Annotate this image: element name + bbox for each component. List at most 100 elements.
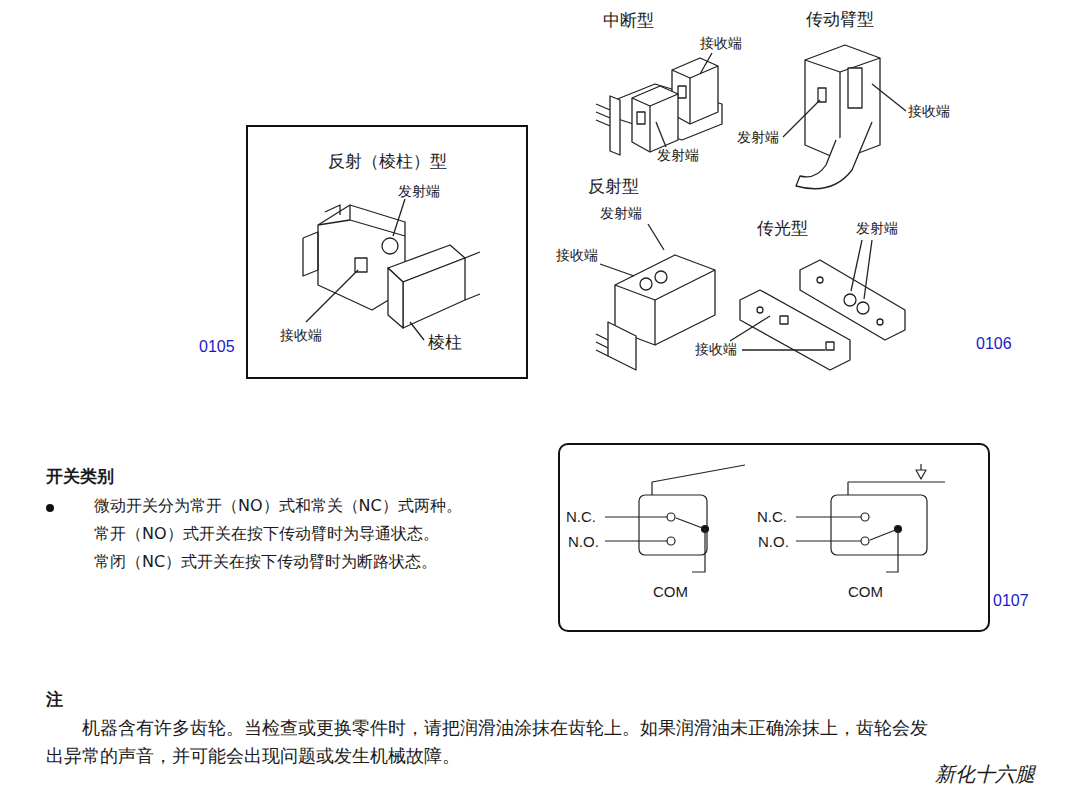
illustration-stroke [610,96,620,155]
illustration-stroke [655,271,667,283]
illustration-stroke [410,322,424,340]
illustration-stroke [676,518,705,529]
part-label: 接收端 [908,103,950,120]
figure-title: 反射（棱柱）型 [328,151,447,171]
illustration-stroke [730,316,770,341]
pin-name: N.O. [568,533,599,551]
part-label: 棱柱 [428,332,462,352]
body-text: 常闭（NC）式开关在按下传动臂时为断路状态。 [94,552,437,571]
illustration-stroke [465,294,480,300]
illustration-stroke [596,350,608,356]
body-text: 微动开关分为常开（NO）式和常关（NC）式两种。 [94,496,462,515]
illustration-stroke [403,258,465,328]
illustration-stroke [861,513,869,521]
illustration-stroke [303,232,318,276]
watermark: 新化十六腿 [935,762,1035,786]
note-heading: 注 [46,689,63,709]
illustration-stroke [667,537,675,545]
illustration-stroke [388,268,403,328]
illustration-stroke [916,470,926,479]
part-label: 发射端 [856,220,898,237]
body-text: 常开（NO）式开关在按下传动臂时为导通状态。 [94,524,439,543]
pin-name: N.O. [758,533,789,551]
callout-number: 0106 [976,334,1012,353]
illustration-stroke [805,58,880,72]
illustration-stroke [757,307,763,313]
illustration-stroke [831,495,927,555]
part-label: 发射端 [398,183,440,200]
illustration-stroke [872,84,906,111]
callout-number: 0107 [993,591,1029,610]
illustration-stroke [783,100,820,137]
illustration-stroke [817,277,823,283]
illustration-stroke [605,516,667,517]
illustration-stroke [877,319,883,325]
type-title: 反射型 [588,176,639,196]
illustration-stroke [667,513,675,521]
micro-switch-symbols [605,464,945,572]
illustration-stroke [596,112,610,118]
part-label: 接收端 [280,327,322,344]
illustration-stroke [465,252,480,258]
illustration-stroke [596,104,610,110]
section-heading: 开关类别 [46,466,114,486]
transmissive-sensor [730,240,905,370]
illustration-stroke [700,53,712,74]
illustration-stroke [864,240,872,299]
illustration-stroke [325,205,340,215]
pin-name: N.C. [757,508,787,526]
illustration-stroke [826,342,834,350]
illustration-stroke [742,349,825,350]
illustration-stroke [851,240,862,291]
bullet-dot [46,504,54,512]
illustration-stroke [654,300,655,345]
illustration-stroke [796,122,872,189]
illustration-stroke [740,290,850,370]
illustration-stroke [656,122,666,147]
illustration-stroke [857,302,869,314]
illustration-stroke [648,224,664,250]
pin-name: COM [848,583,883,601]
illustration-stroke [600,264,634,276]
illustration-stroke [861,537,869,545]
part-label: 接收端 [695,341,737,358]
illustration-stroke [844,294,856,306]
illustration-stroke [780,316,788,324]
illustration-stroke [689,78,690,124]
type-title: 传动臂型 [806,9,874,29]
illustration-stroke [632,86,678,152]
illustration-stroke [393,199,405,236]
callout-number: 0105 [199,337,235,356]
illustration-stroke [605,540,667,541]
prism-sensor [303,199,480,340]
illustration-stroke [640,278,652,290]
illustration-stroke [350,205,405,236]
illustration-stroke [796,516,861,517]
illustration-stroke [596,342,608,348]
illustration-stroke [649,106,650,152]
illustration-stroke [796,540,861,541]
figure-frame: 反射（棱柱）型发射端接收端 棱柱 [246,125,528,379]
illustration-stroke [632,94,678,106]
illustration-stroke [672,66,718,78]
illustration-stroke [652,465,745,495]
illustration-stroke [306,270,358,322]
note-text: 机器含有许多齿轮。当检查或更换零件时，请把润滑油涂抹在齿轮上。如果润滑油未正确涂… [46,714,941,770]
pin-name: N.C. [566,508,596,526]
type-title: 传光型 [757,218,808,238]
illustration-stroke [318,220,350,225]
illustration-stroke [355,258,367,272]
illustration-stroke [692,529,705,572]
illustration-stroke [382,238,398,254]
switch-frame: N.C.N.O.COMN.C.N.O.COM [558,443,990,632]
part-label: 发射端 [657,147,699,164]
interrupter-sensor [596,53,722,155]
actuator-arm-sensor [783,45,906,189]
illustration-stroke [596,120,610,126]
illustration-stroke [608,322,636,370]
illustration-stroke [596,334,608,340]
illustration-stroke [848,482,945,495]
illustration-stroke [870,529,898,540]
